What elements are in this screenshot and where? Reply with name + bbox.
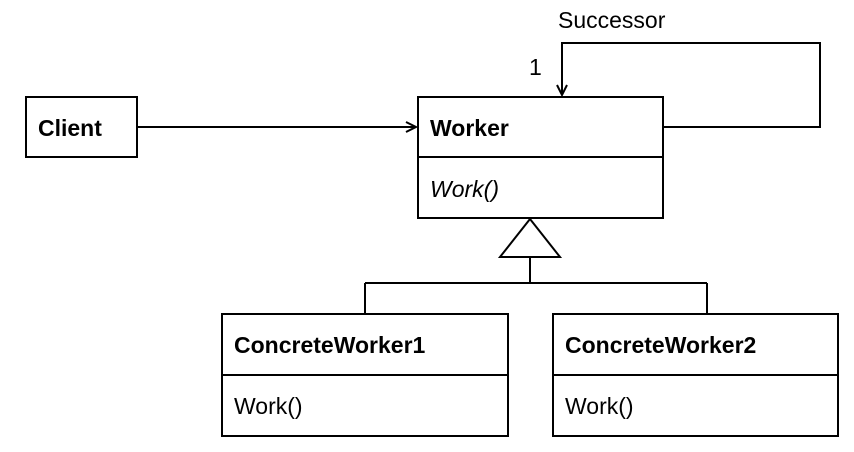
class-concrete-worker-1-name: ConcreteWorker1 bbox=[234, 332, 426, 358]
successor-self-association bbox=[562, 42, 821, 128]
successor-multiplicity-label: 1 bbox=[529, 54, 542, 80]
class-worker[interactable]: Worker Work() bbox=[417, 96, 664, 219]
class-client-name: Client bbox=[38, 115, 102, 141]
inheritance-triangle bbox=[497, 217, 563, 258]
inheritance-connector bbox=[364, 257, 708, 314]
class-concrete-worker-1[interactable]: ConcreteWorker1 Work() bbox=[221, 313, 509, 437]
class-concrete-worker-1-operation: Work() bbox=[234, 393, 303, 419]
class-concrete-worker-2-name: ConcreteWorker2 bbox=[565, 332, 756, 358]
class-worker-operation: Work() bbox=[430, 176, 499, 202]
class-concrete-worker-2-operation: Work() bbox=[565, 393, 634, 419]
successor-role-label: Successor bbox=[558, 7, 666, 33]
class-concrete-worker-2[interactable]: ConcreteWorker2 Work() bbox=[552, 313, 839, 437]
class-client[interactable]: Client bbox=[25, 96, 138, 158]
class-worker-name: Worker bbox=[430, 115, 509, 141]
